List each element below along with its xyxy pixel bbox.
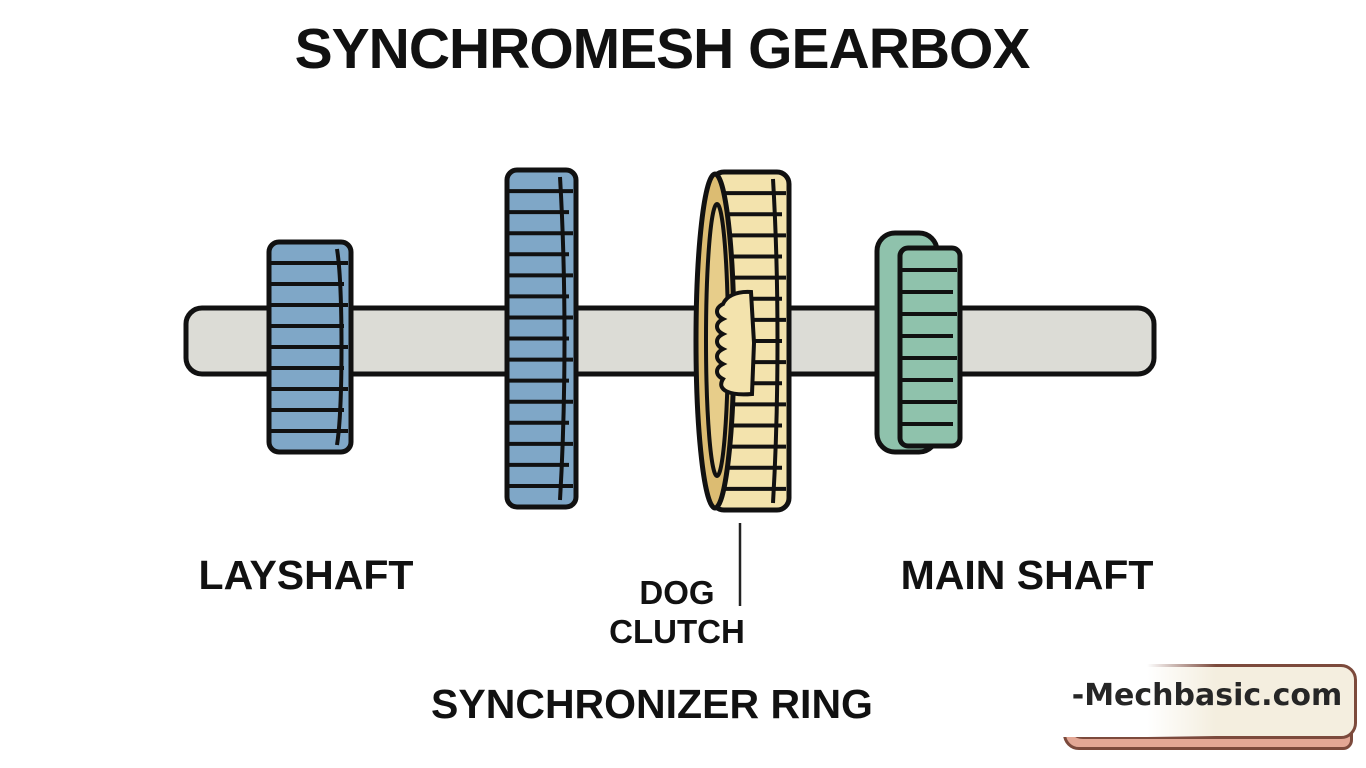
layshaft-gear-edge xyxy=(335,248,344,446)
cluster-gear-edge xyxy=(558,176,567,501)
watermark-text: -Mechbasic.com xyxy=(1071,678,1343,713)
main-shaft-gear xyxy=(897,245,963,449)
label-layshaft: LAYSHAFT xyxy=(198,552,414,598)
label-dog-clutch-line2: CLUTCH xyxy=(609,612,745,650)
dog-clutch-hub xyxy=(715,289,757,397)
label-dog-clutch: DOG CLUTCH xyxy=(609,574,745,652)
watermark-badge: -Mechbasic.com xyxy=(1063,660,1357,750)
synchronizer-ring-edge xyxy=(771,178,780,504)
page-title: SYNCHROMESH GEARBOX xyxy=(294,17,1031,81)
label-main-shaft: MAIN SHAFT xyxy=(900,552,1154,598)
label-dog-clutch-line1: DOG xyxy=(639,574,715,611)
label-synchronizer-ring: SYNCHRONIZER RING xyxy=(431,681,873,727)
watermark-badge-fade xyxy=(1063,660,1216,737)
